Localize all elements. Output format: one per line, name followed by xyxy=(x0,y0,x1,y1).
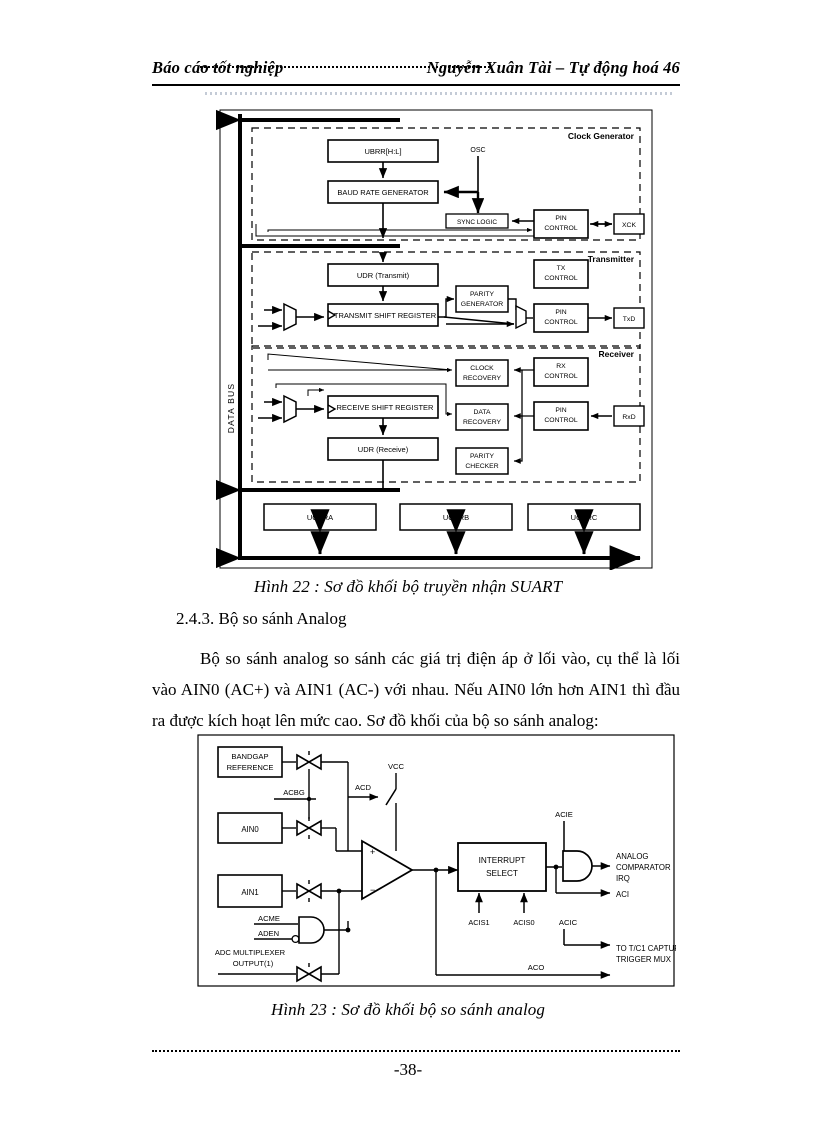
figure-analog-comparator-diagram: BANDGAP REFERENCE ACBG AIN0 xyxy=(196,733,676,988)
block-data-recovery-line1: DATA xyxy=(473,409,491,416)
block-receive-shift-register: RECEIVE SHIFT REGISTER xyxy=(337,403,435,412)
signal-tc1-capture-line2: TRIGGER MUX xyxy=(616,955,672,964)
block-parity-checker-line2: CHECKER xyxy=(465,463,498,470)
block-tx-control-line1: TX xyxy=(557,265,566,272)
section-label-transmitter: Transmitter xyxy=(588,254,635,264)
block-interrupt-select-line1: INTERRUPT xyxy=(479,856,526,865)
page-header: Báo cáo tốt nghiệp Nguyễn Xuân Tài – Tự … xyxy=(152,58,680,84)
block-ubrr: UBRR[H:L] xyxy=(364,147,401,156)
header-title-left: Báo cáo tốt nghiệp xyxy=(152,58,284,77)
block-rx-pin-control-line1: PIN xyxy=(555,407,566,414)
block-tx-pin-control-line2: CONTROL xyxy=(544,319,577,326)
block-ucsra: UCSRA xyxy=(307,513,333,522)
comparator-plus-input: + xyxy=(370,847,375,857)
header-secondary-dots xyxy=(205,92,675,95)
header-title-right: Nguyễn Xuân Tài – Tự động hoá 46 xyxy=(426,58,680,77)
block-txd: TxD xyxy=(623,316,636,323)
page-number: -38- xyxy=(393,1060,423,1079)
block-tx-control-line2: CONTROL xyxy=(544,275,577,282)
block-ain0: AIN0 xyxy=(241,825,259,834)
block-clock-recovery-line2: RECOVERY xyxy=(463,375,501,382)
block-bandgap-line2: REFERENCE xyxy=(227,763,274,772)
signal-acic: ACIC xyxy=(559,918,578,927)
block-clock-pin-control-line1: PIN xyxy=(555,215,566,222)
signal-aden: ADEN xyxy=(258,929,279,938)
block-udr-receive: UDR (Receive) xyxy=(358,445,409,454)
block-parity-checker-line1: PARITY xyxy=(470,453,495,460)
block-clock-recovery-line1: CLOCK xyxy=(470,365,494,372)
signal-aco: ACO xyxy=(528,963,545,972)
signal-adc-mux-line1: ADC MULTIPLEXER xyxy=(215,948,286,957)
block-bandgap-line1: BANDGAP xyxy=(231,752,268,761)
figure-23-caption: Hình 23 : Sơ đồ khối bộ so sánh analog xyxy=(270,1000,545,1019)
block-parity-generator-line1: PARITY xyxy=(470,291,495,298)
footer-rule xyxy=(152,1050,680,1052)
block-rxd: RxD xyxy=(622,414,635,421)
signal-acme: ACME xyxy=(258,914,280,923)
figure-22-caption: Hình 22 : Sơ đồ khối bộ truyền nhận SUAR… xyxy=(253,577,563,596)
signal-adc-mux-line2: OUTPUT(1) xyxy=(233,959,274,968)
section-heading: 2.4.3. Bộ so sánh Analog xyxy=(176,609,347,628)
block-data-recovery-line2: RECOVERY xyxy=(463,419,501,426)
signal-osc: OSC xyxy=(470,147,485,154)
signal-acis1: ACIS1 xyxy=(468,918,489,927)
section-label-receiver: Receiver xyxy=(599,349,635,359)
signal-analog-comparator-irq-line1: ANALOG xyxy=(616,852,649,861)
block-xck: XCK xyxy=(622,222,636,229)
signal-vcc: VCC xyxy=(388,762,405,771)
signal-aci: ACI xyxy=(616,890,629,899)
signal-acis0: ACIS0 xyxy=(513,918,534,927)
signal-acd: ACD xyxy=(355,783,372,792)
signal-tc1-capture-line1: TO T/C1 CAPTURE xyxy=(616,944,676,953)
data-bus-label: DATA BUS xyxy=(226,383,236,433)
figure-suart-block-diagram: DATA BUS Clock Generator UBRR[H:L] BAUD … xyxy=(216,108,656,570)
signal-analog-comparator-irq-line3: IRQ xyxy=(616,874,630,883)
block-rx-control-line2: CONTROL xyxy=(544,373,577,380)
block-ain1: AIN1 xyxy=(241,888,258,897)
block-clock-pin-control-line2: CONTROL xyxy=(544,225,577,232)
block-interrupt-select-line2: SELECT xyxy=(486,869,518,878)
block-tx-pin-control-line1: PIN xyxy=(555,309,566,316)
header-rule xyxy=(152,84,680,86)
block-ucsrc: UCSRC xyxy=(571,513,598,522)
section-label-clock-generator: Clock Generator xyxy=(568,131,635,141)
signal-acie: ACIE xyxy=(555,810,573,819)
block-transmit-shift-register: TRANSMIT SHIFT REGISTER xyxy=(334,311,437,320)
block-baud-rate-generator: BAUD RATE GENERATOR xyxy=(337,188,429,197)
block-rx-pin-control-line2: CONTROL xyxy=(544,417,577,424)
section-paragraph: Bộ so sánh analog so sánh các giá trị đi… xyxy=(152,649,680,730)
block-ucsrb: UCSRB xyxy=(443,513,469,522)
header-dot-leader xyxy=(200,66,490,68)
block-sync-logic: SYNC LOGIC xyxy=(457,219,497,226)
block-rx-control-line1: RX xyxy=(556,363,566,370)
signal-acbg: ACBG xyxy=(283,788,305,797)
block-udr-transmit: UDR (Transmit) xyxy=(357,271,410,280)
block-parity-generator-line2: GENERATOR xyxy=(461,301,504,308)
comparator-minus-input: − xyxy=(370,885,375,895)
signal-analog-comparator-irq-line2: COMPARATOR xyxy=(616,863,671,872)
